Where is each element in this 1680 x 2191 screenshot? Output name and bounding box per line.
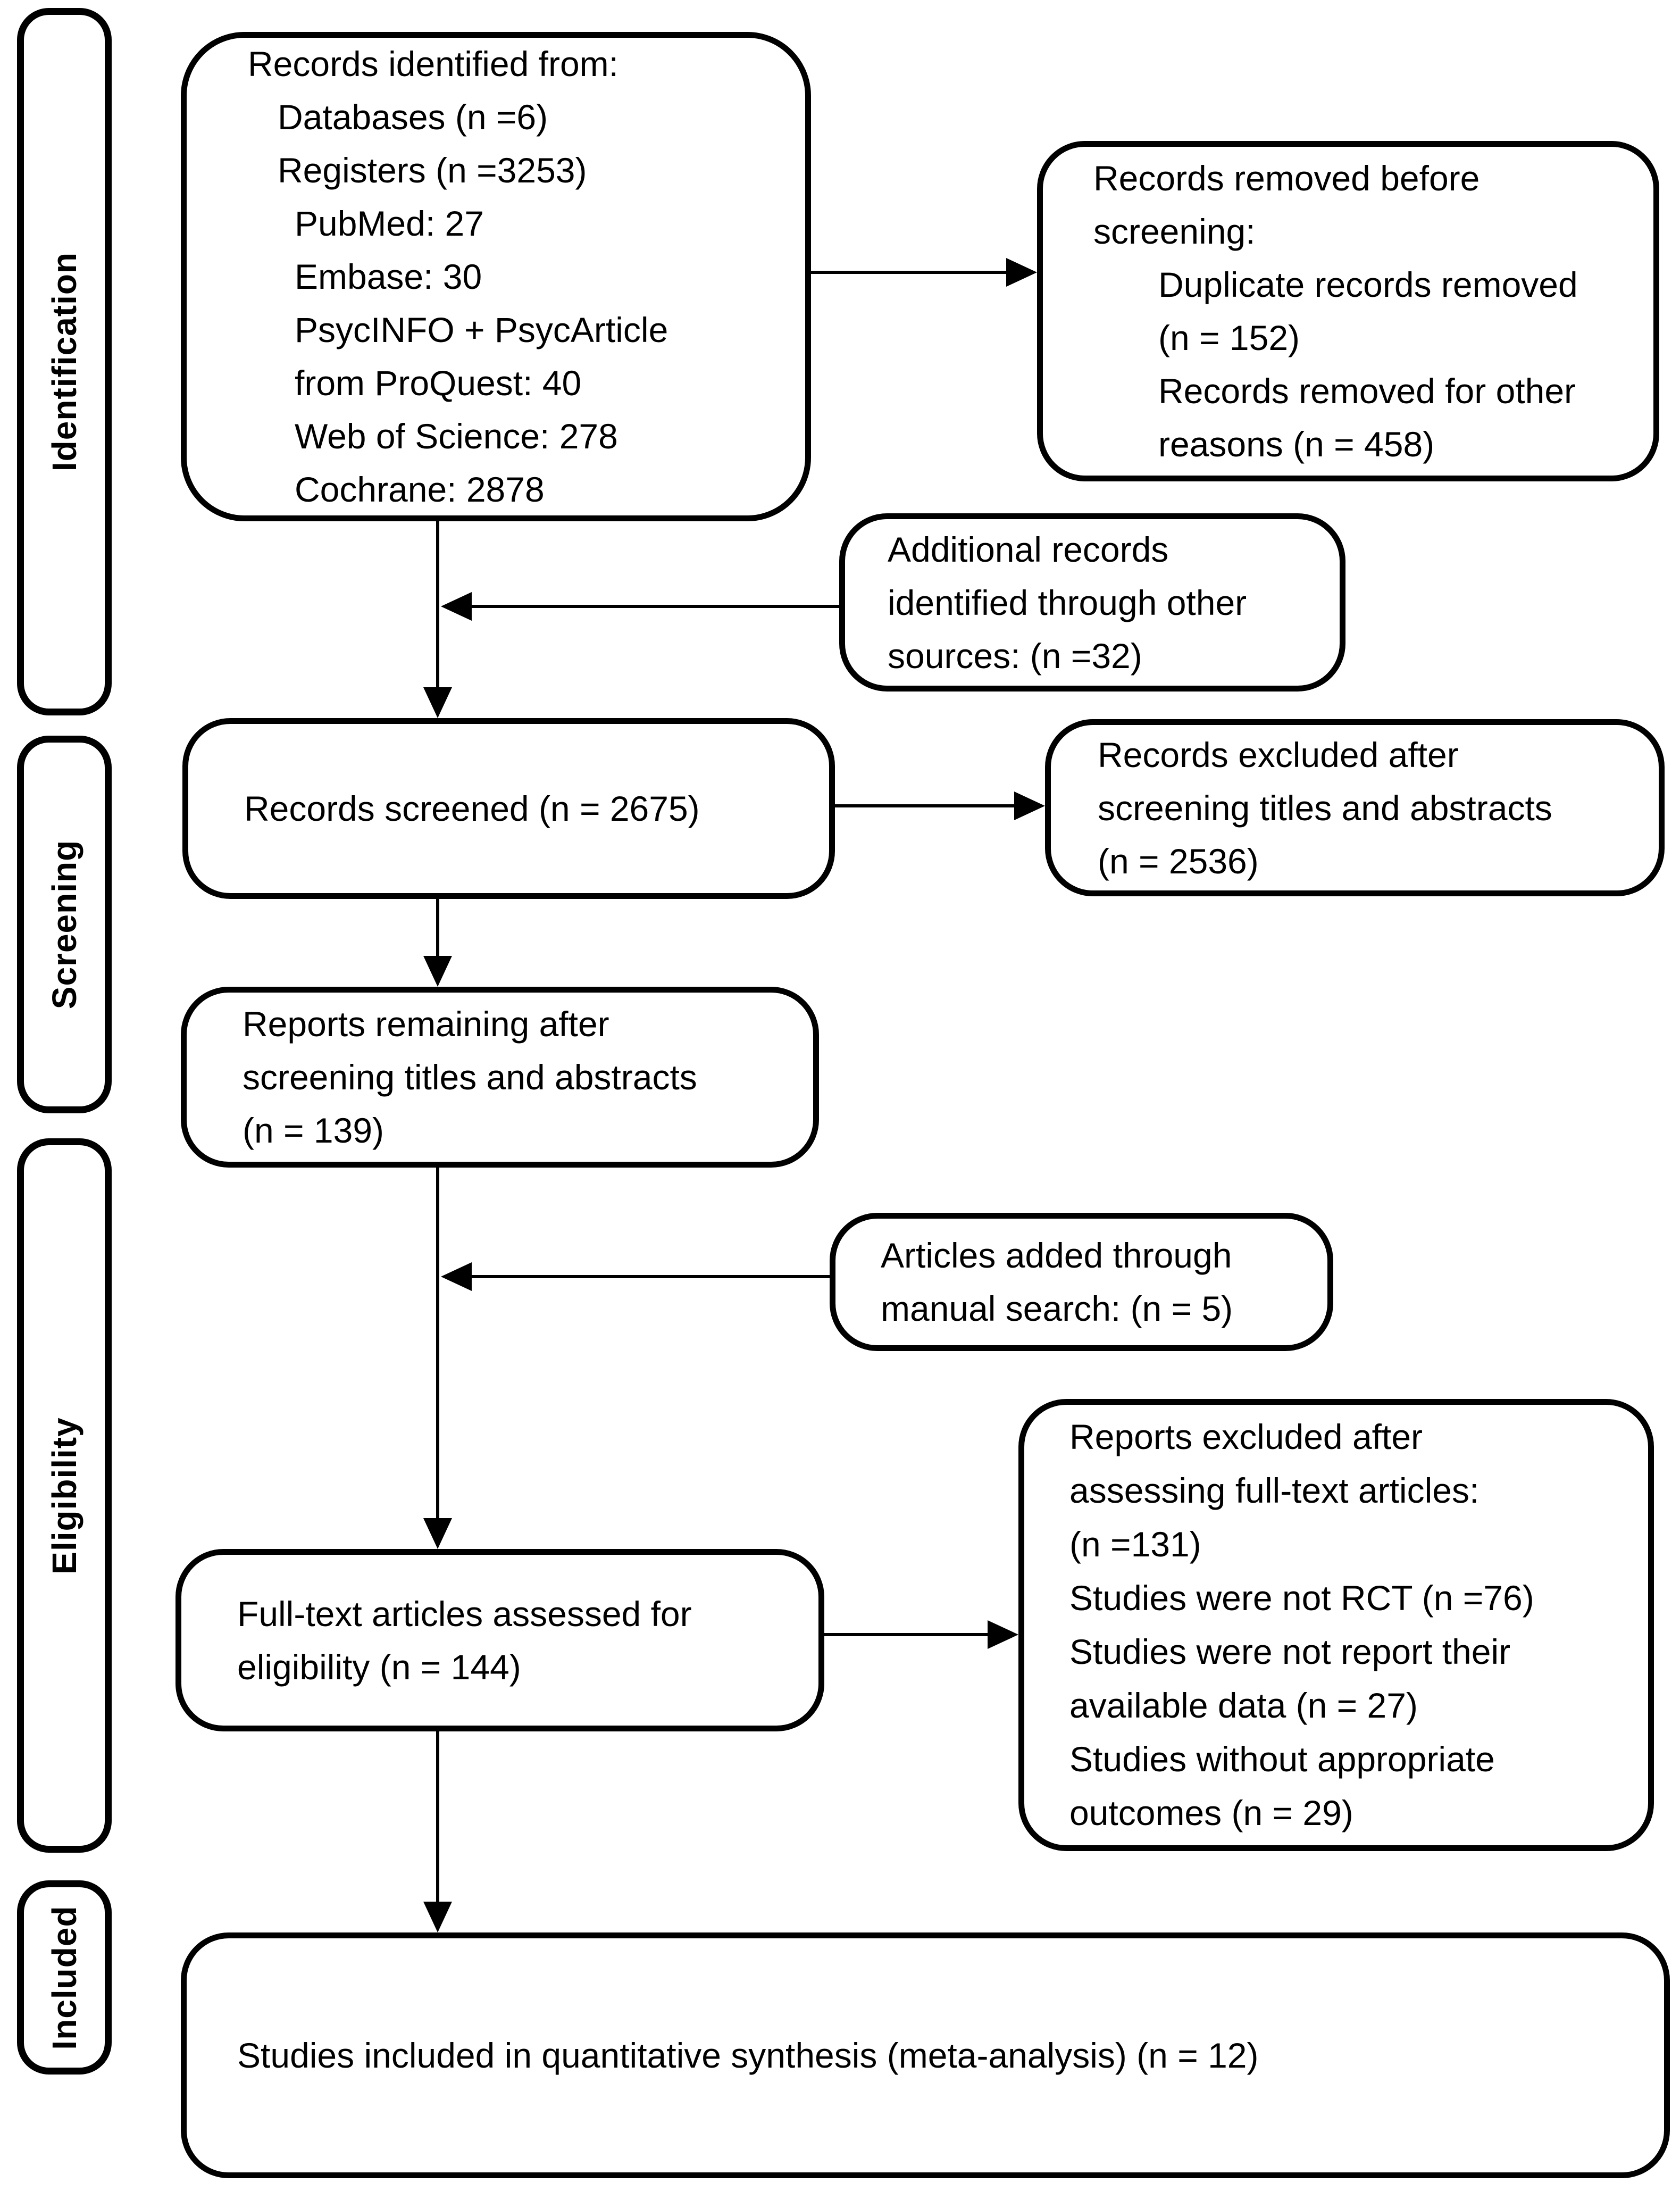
stage-identification: Identification xyxy=(17,8,112,715)
box-text-line: Embase: 30 xyxy=(295,257,482,296)
arrow-line xyxy=(436,1731,439,1902)
box-text-line: Registers (n =3253) xyxy=(278,151,587,190)
box-reports-remaining: Reports remaining after screening titles… xyxy=(181,987,819,1168)
box-text-line: Records screened (n = 2675) xyxy=(244,789,700,828)
box-text-line: Duplicate records removed xyxy=(1158,265,1578,304)
box-text-line: assessing full-text articles: xyxy=(1069,1471,1480,1510)
box-text-line: Studies without appropriate xyxy=(1069,1739,1495,1779)
arrow-head-down-icon xyxy=(423,1518,452,1549)
arrow-line xyxy=(436,1168,439,1518)
box-additional-records: Additional records identified through ot… xyxy=(839,513,1345,692)
arrow-head-right-icon xyxy=(1014,792,1045,820)
box-text-line: Full-text articles assessed for xyxy=(237,1594,692,1634)
arrow-head-left-icon xyxy=(441,1262,472,1291)
arrow-line xyxy=(436,521,439,687)
box-text-line: outcomes (n = 29) xyxy=(1069,1793,1353,1832)
box-text-line: Additional records xyxy=(888,529,1169,569)
stage-label-identification: Identification xyxy=(45,252,83,472)
box-text-line: Records removed for other xyxy=(1158,371,1576,411)
box-records-excluded: Records excluded after screening titles … xyxy=(1045,719,1665,896)
stage-label-included: Included xyxy=(45,1905,83,2050)
box-text-line: Reports excluded after xyxy=(1069,1417,1423,1456)
box-text-line: Records removed before xyxy=(1093,159,1480,198)
arrow-line xyxy=(835,804,1014,807)
box-text-line: manual search: (n = 5) xyxy=(881,1289,1233,1328)
box-text-line: sources: (n =32) xyxy=(888,636,1142,676)
stage-label-screening: Screening xyxy=(45,839,83,1010)
box-text-line: Web of Science: 278 xyxy=(295,416,618,456)
box-text-line: PubMed: 27 xyxy=(295,204,484,243)
box-text-line: Studies were not report their xyxy=(1069,1632,1511,1671)
box-articles-added: Articles added through manual search: (n… xyxy=(830,1213,1333,1351)
arrow-line xyxy=(472,605,839,608)
box-text-line: PsycINFO + PsycArticle xyxy=(295,310,668,349)
arrow-head-down-icon xyxy=(423,956,452,987)
box-text-line: identified through other xyxy=(888,582,1247,622)
box-text-line: Records identified from: xyxy=(248,44,618,84)
box-reports-excluded: Reports excluded after assessing full-te… xyxy=(1018,1399,1654,1851)
box-text-line: Reports remaining after xyxy=(243,1004,609,1044)
box-fulltext-assessed: Full-text articles assessed for eligibil… xyxy=(175,1549,824,1731)
box-text-line: available data (n = 27) xyxy=(1069,1686,1418,1725)
stage-included: Included xyxy=(17,1880,112,2075)
box-text-line: (n = 139) xyxy=(243,1111,384,1150)
box-text-line: (n =131) xyxy=(1069,1524,1201,1564)
arrow-line xyxy=(436,899,439,956)
arrow-head-down-icon xyxy=(423,1902,452,1932)
box-studies-included: Studies included in quantitative synthes… xyxy=(181,1932,1670,2178)
box-text-line: screening: xyxy=(1093,212,1256,251)
box-text-line: (n = 152) xyxy=(1158,318,1300,357)
box-text-line: screening titles and abstracts xyxy=(243,1057,697,1097)
box-records-removed-before-screening: Records removed before screening: Duplic… xyxy=(1037,141,1659,481)
box-records-identified: Records identified from: Databases (n =6… xyxy=(181,32,811,521)
box-text-line: Articles added through xyxy=(881,1236,1232,1275)
box-records-screened: Records screened (n = 2675) xyxy=(182,718,835,899)
arrow-head-down-icon xyxy=(423,687,452,718)
box-text-line: Databases (n =6) xyxy=(278,97,548,137)
box-text-line: reasons (n = 458) xyxy=(1158,424,1435,464)
stage-screening: Screening xyxy=(17,736,112,1113)
box-text-line: eligibility (n = 144) xyxy=(237,1647,521,1687)
box-text-line: Studies were not RCT (n =76) xyxy=(1069,1578,1534,1618)
arrow-head-right-icon xyxy=(1006,258,1037,287)
box-text-line: Studies included in quantitative synthes… xyxy=(237,2036,1259,2075)
box-text-line: from ProQuest: 40 xyxy=(295,363,582,403)
arrow-head-right-icon xyxy=(988,1620,1018,1649)
arrow-head-left-icon xyxy=(441,592,472,621)
box-text-line: screening titles and abstracts xyxy=(1098,788,1552,828)
stage-eligibility: Eligibility xyxy=(17,1138,112,1853)
stage-label-eligibility: Eligibility xyxy=(45,1417,83,1574)
box-text-line: Cochrane: 2878 xyxy=(295,470,545,509)
box-text-line: Records excluded after xyxy=(1098,735,1459,774)
arrow-line xyxy=(811,271,1006,274)
arrow-line xyxy=(824,1633,988,1636)
box-text-line: (n = 2536) xyxy=(1098,841,1259,881)
arrow-line xyxy=(472,1275,830,1278)
